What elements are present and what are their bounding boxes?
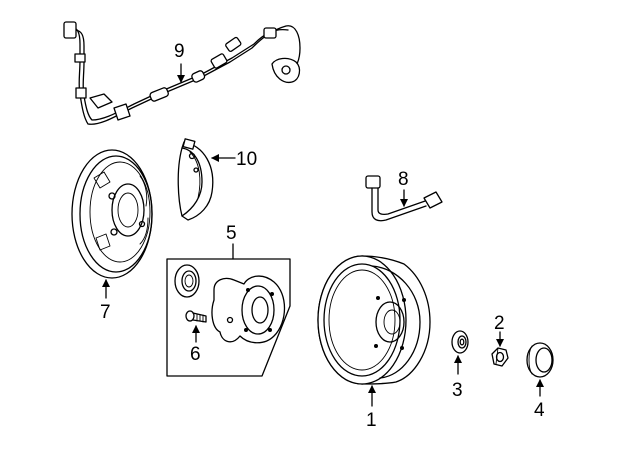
hub-assembly-box <box>166 258 291 377</box>
harness-grommet <box>149 87 169 102</box>
hub-bolt <box>185 310 207 343</box>
callout-2: 2 <box>494 313 505 334</box>
callout-8: 8 <box>398 169 409 190</box>
harness-clip <box>225 36 242 52</box>
harness-clip <box>113 103 131 121</box>
harness-clip <box>263 27 277 39</box>
harness-bracket <box>89 93 113 109</box>
callout-4: 4 <box>534 400 545 421</box>
hub-flange <box>211 275 286 344</box>
abs-sensor-harness <box>63 21 301 125</box>
washer <box>451 330 469 375</box>
harness-grommet <box>191 70 206 83</box>
callout-5: 5 <box>226 223 237 244</box>
callout-9: 9 <box>174 41 185 62</box>
hub-assembly-group <box>166 243 291 377</box>
brake-hose <box>365 175 443 222</box>
callout-3: 3 <box>452 380 463 401</box>
harness-clip <box>210 53 228 69</box>
harness-clip <box>74 53 86 63</box>
wheel-speed-sensor <box>271 57 301 84</box>
brake-shoes <box>177 138 236 221</box>
callout-7: 7 <box>100 302 111 323</box>
brake-drum <box>317 255 431 407</box>
backing-plate <box>71 149 153 299</box>
dust-cap <box>526 342 554 397</box>
hose-end-fitting <box>423 191 443 209</box>
callout-6: 6 <box>190 344 201 365</box>
hub-nut <box>491 331 509 367</box>
callout-10: 10 <box>236 149 257 170</box>
harness-clip <box>75 87 87 99</box>
hose-fitting <box>365 175 381 189</box>
callout-1: 1 <box>366 410 377 431</box>
harness-connector-end <box>63 21 77 39</box>
